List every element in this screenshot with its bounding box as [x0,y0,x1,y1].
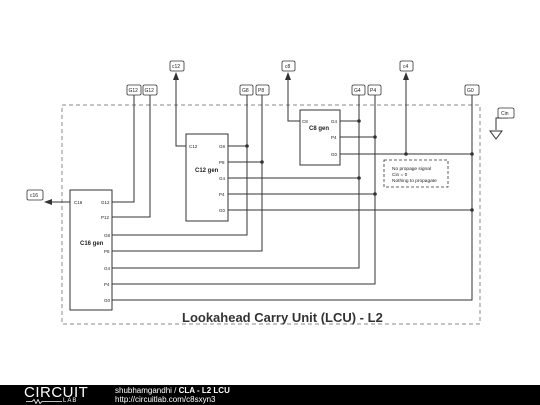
c12-pin-g0: G0 [219,208,226,213]
c12-pin-c12: C12 [189,144,198,149]
c8-pin-g0: G0 [331,152,338,157]
output-arrows [44,72,409,205]
port-label-g0: G0 [467,88,474,94]
c16-pin-g0: G0 [104,298,111,303]
c16-pin-g4: G4 [104,266,111,271]
note-box: No propage signal Cin = 0 Nothing to pro… [383,159,449,188]
lcu-boundary [61,104,481,325]
port-label-cin: Cin [501,111,509,117]
c12-pin-p8: P8 [219,160,225,165]
note-line-2: Cin = 0 [392,172,408,178]
c16-pin-p8: P8 [104,249,110,254]
c12-gen-name: C12 gen [195,168,219,174]
c8-pin-g4: G4 [331,119,338,124]
c12-gen-block: C12 gen C12 G8 P8 G4 P4 G0 [185,133,229,222]
c8-gen-block: C8 gen C8 G4 P4 G0 [299,109,341,166]
c8-gen-name: C8 gen [309,126,329,132]
c16-gen-block: C16 gen C16 G12 P12 G8 P8 G4 P4 G0 [69,189,113,311]
credit-separator: / [171,386,179,395]
port-label-g8: G8 [242,88,249,94]
note-line-3: Nothing to propagate [392,178,437,184]
ground-icon [489,130,503,140]
resistor-icon [26,399,62,404]
circuitlab-logo-sub: LAB [63,398,78,404]
c16-pin-p12: P12 [101,215,110,220]
author-link[interactable]: shubhamgandhi [115,386,172,395]
port-label-c12: c12 [172,64,180,70]
c16-pin-c16: C16 [74,200,83,205]
diagram-title: Lookahead Carry Unit (LCU) - L2 [182,310,383,325]
port-label-c8: c8 [285,64,291,70]
project-title: CLA - L2 LCU [178,386,230,395]
footer-bar: CIRCUIT LAB shubhamgandhi / CLA - L2 LCU… [0,385,540,405]
port-label-g4: G4 [354,88,361,94]
port-label-g12-b: G12 [145,88,155,94]
c16-pin-p4: P4 [104,282,110,287]
c16-gen-name: C16 gen [80,241,104,247]
c12-pin-g4: G4 [219,176,226,181]
c12-pin-p4: P4 [219,192,225,197]
c16-pin-g12: G12 [101,200,110,205]
note-line-1: No propage signal [392,166,431,172]
port-label-c16: c16 [30,193,38,199]
c16-pin-g8: G8 [104,233,111,238]
junctions [245,119,474,212]
port-label-p4: P4 [370,88,376,94]
wires [48,76,508,301]
port-label-g12-a: G12 [129,88,139,94]
credit-line: shubhamgandhi / CLA - L2 LCU [115,386,230,395]
port-label-p8: P8 [258,88,264,94]
c8-pin-p4: P4 [331,135,337,140]
port-label-c4: c4 [403,64,409,70]
circuitlab-logo-text: CIRCUIT [24,384,89,401]
c8-pin-c8: C8 [302,119,308,124]
port-labels: G12 G12 c12 G8 P8 c8 G4 P4 c4 G0 Cin c16 [26,60,515,201]
c12-pin-g8: G8 [219,144,226,149]
project-url[interactable]: http://circuitlab.com/c8sxyn3 [115,395,216,404]
